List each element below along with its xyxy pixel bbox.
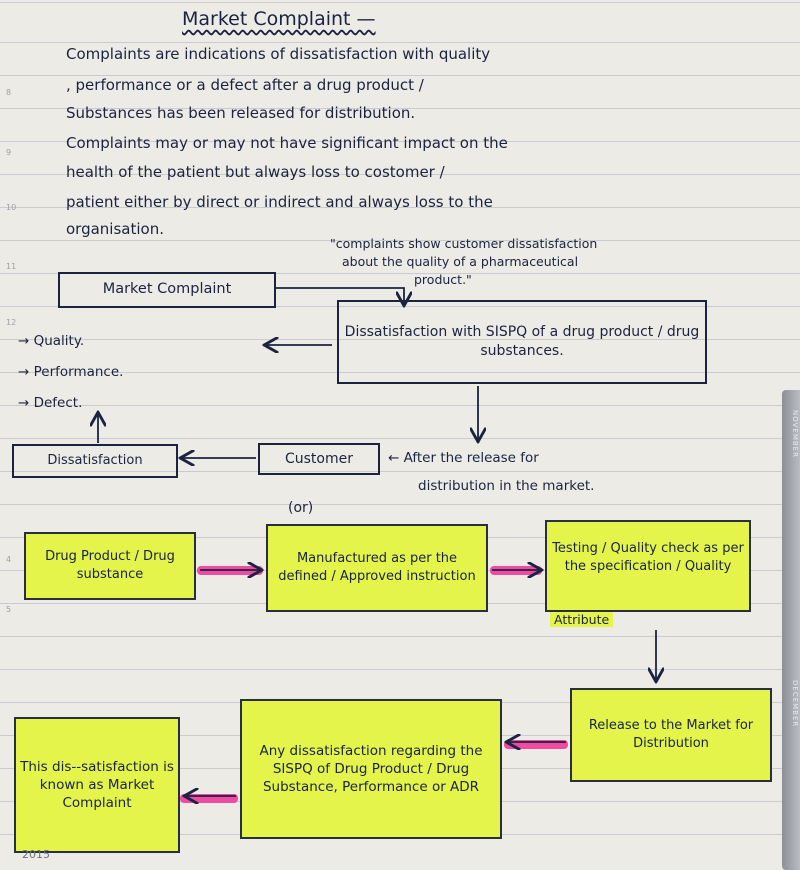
intro-line: organisation. [66,220,164,238]
tab-label-december: DECEMBER [791,680,799,728]
pink-highlight [504,740,568,749]
line-number: 9 [6,148,12,157]
intro-line: Complaints may or may not have significa… [66,134,508,152]
dissatisfaction-box: Dissatisfaction [12,444,178,478]
line-number: 4 [6,555,12,564]
customer-box: Customer [258,443,380,475]
pink-highlight [180,794,238,803]
intro-line: , performance or a defect after a drug p… [66,76,424,94]
any-dissatisfaction-box: Any dissatisfaction regarding the SISPQ … [240,699,502,839]
attribute-defect: → Defect. [18,395,83,411]
known-as-box: This dis--satisfaction is known as Marke… [14,717,180,853]
page-title: Market Complaint — [182,8,376,30]
or-label: (or) [288,500,314,516]
testing-attribute-label: Attribute [550,612,614,627]
quote-line: product." [414,272,472,287]
after-release-note: ← After the release for [388,450,539,466]
dissatisfaction-sispq-box: Dissatisfaction with SISPQ of a drug pro… [337,300,707,384]
year-label: 2015 [22,848,50,861]
line-number: 8 [6,88,12,97]
testing-box: Testing / Quality check as per the speci… [545,520,751,612]
attribute-performance: → Performance. [18,364,124,380]
drug-product-box: Drug Product / Drug substance [24,532,196,600]
tab-label-november: NOVEMBER [791,410,799,458]
line-number: 11 [6,262,17,271]
intro-line: health of the patient but always loss to… [66,163,445,181]
quote-line: about the quality of a pharmaceutical [342,254,579,269]
line-number: 10 [6,203,17,212]
release-box: Release to the Market for Distribution [570,688,772,782]
intro-line: Substances has been released for distrib… [66,104,416,122]
attribute-quality: → Quality. [18,333,85,349]
intro-line: Complaints are indications of dissatisfa… [66,45,491,63]
line-number: 5 [6,605,12,614]
quote-line: "complaints show customer dissatisfactio… [330,236,598,251]
arrow-market-to-sispq [276,287,404,304]
after-release-note: distribution in the market. [418,478,595,494]
line-number: 12 [6,318,17,327]
manufactured-box: Manufactured as per the defined / Approv… [266,524,488,612]
intro-line: patient either by direct or indirect and… [66,193,493,211]
month-index-tab: NOVEMBER DECEMBER [782,390,800,870]
market-complaint-box: Market Complaint [58,272,276,308]
